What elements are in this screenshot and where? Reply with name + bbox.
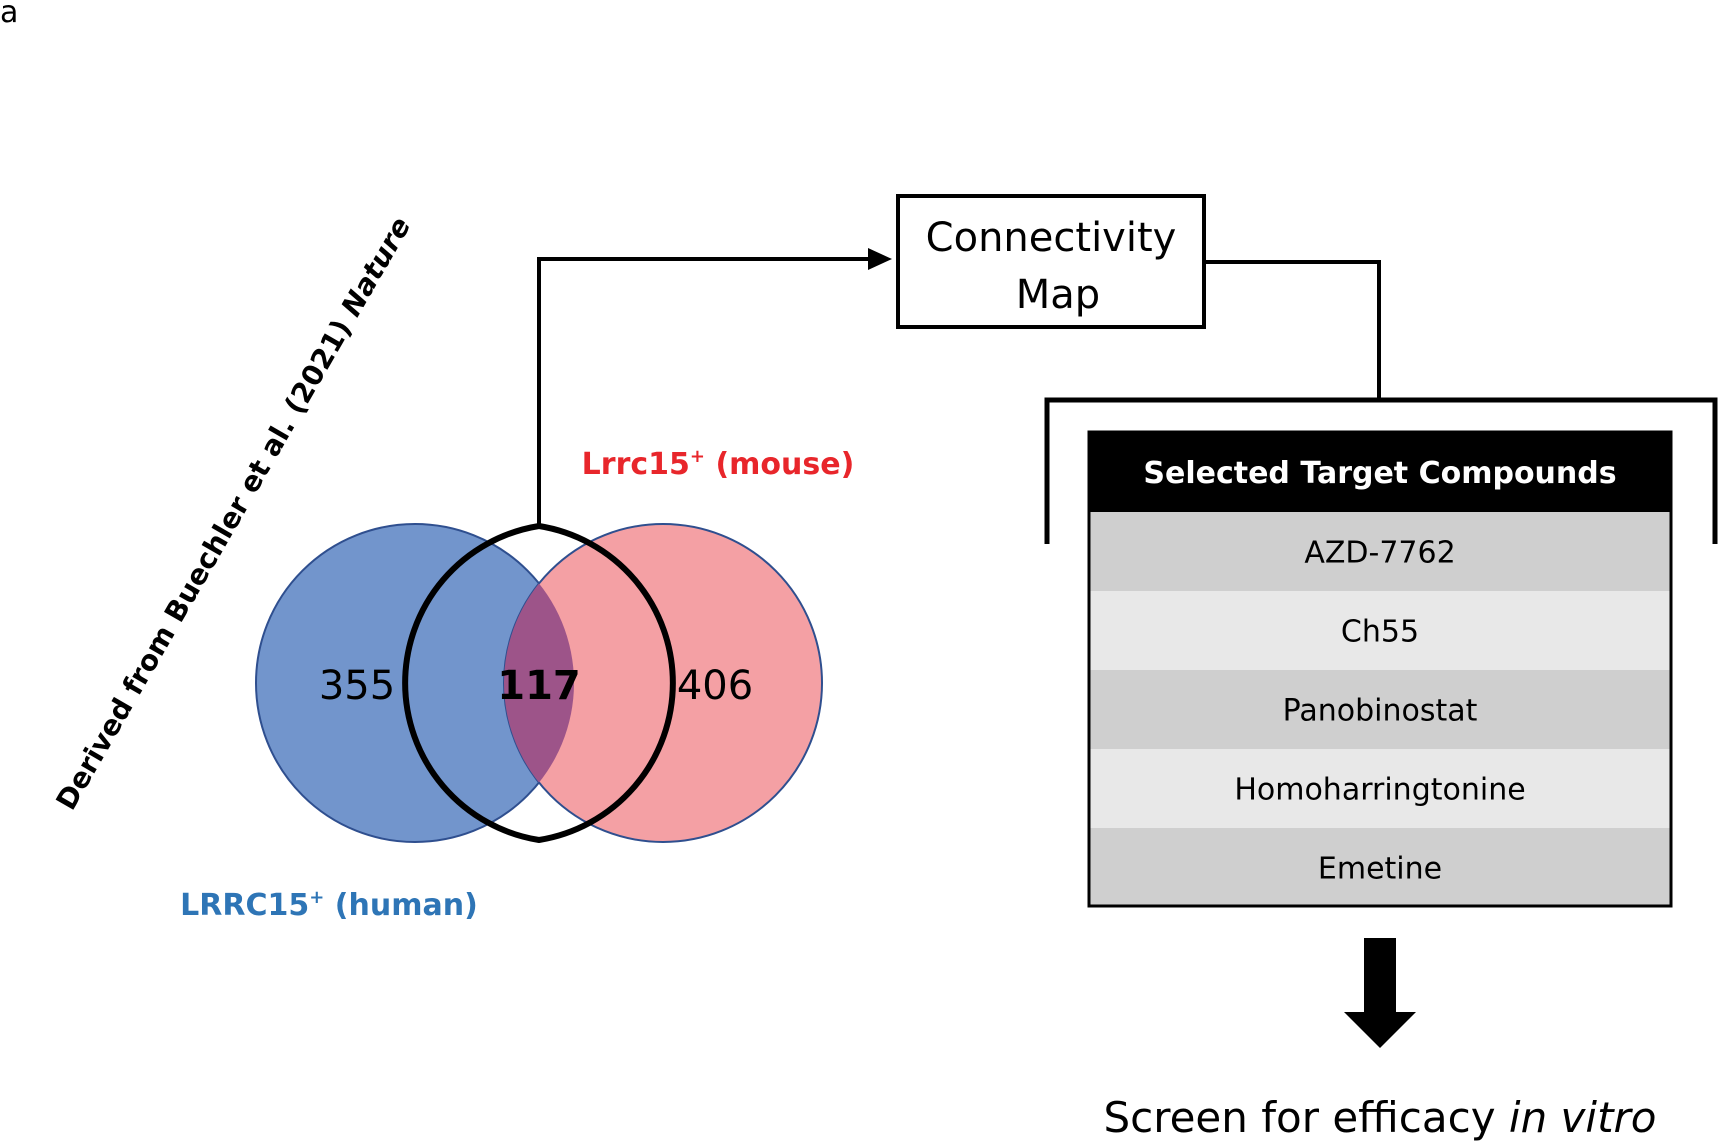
outcome-italic: in vitro [1509,1093,1657,1142]
compounds-table-frame [1087,430,1673,908]
human-label-main: LRRC15 [180,888,309,923]
mouse-label-sup: + [690,446,705,467]
down-arrow-head [1344,1012,1416,1048]
arrowhead-to-cmap [868,248,892,270]
compound-row-bg [1089,749,1671,828]
cmap-box: Connectivity Map [896,194,1206,329]
cmap-box-frame [896,194,1206,329]
connector-overlap-to-cmap [537,257,870,526]
human-label-sup: + [309,887,324,908]
panel-label: a [0,0,18,30]
compound-row-label: Homoharringtonine [1234,773,1525,808]
mouse-label-tail: (mouse) [705,447,854,482]
compounds-bracket [1044,397,1718,544]
venn-human-count: 355 [319,663,395,709]
compound-row-label: AZD-7762 [1304,536,1455,571]
compound-row-label: Ch55 [1341,615,1419,650]
mouse-label-main: Lrrc15 [582,447,690,482]
down-arrow-shaft [1364,938,1396,1014]
compound-row-bg [1089,512,1671,591]
down-arrow [1344,938,1416,1048]
outcome-text: Screen for efficacy in vitro [1103,1093,1656,1142]
outcome-prefix: Screen for efficacy [1103,1093,1508,1142]
source-note-journal: Nature [335,211,418,321]
cmap-line1: Connectivity [926,215,1177,261]
compounds-table: Selected Target Compounds AZD-7762Ch55Pa… [1087,430,1673,908]
compound-row-bg [1089,591,1671,670]
venn-diagram: 355 117 406 Lrrc15+ (mouse) LRRC15+ (hum… [180,446,854,923]
compound-row-label: Panobinostat [1283,694,1478,729]
connector-cmap-to-bracket [1206,260,1381,400]
compounds-header-bg [1089,432,1671,512]
venn-overlap-outline [402,522,676,844]
venn-human-label: LRRC15+ (human) [180,887,478,923]
cmap-line2: Map [1016,272,1100,318]
compound-row-bg [1089,828,1671,907]
venn-overlap-count: 117 [497,663,581,709]
venn-mouse-label: Lrrc15+ (mouse) [582,446,855,482]
compound-row-bg [1089,670,1671,749]
compound-row-label: Emetine [1318,852,1442,887]
human-label-tail: (human) [324,888,477,923]
venn-mouse-count: 406 [677,663,753,709]
compounds-header: Selected Target Compounds [1143,456,1616,491]
